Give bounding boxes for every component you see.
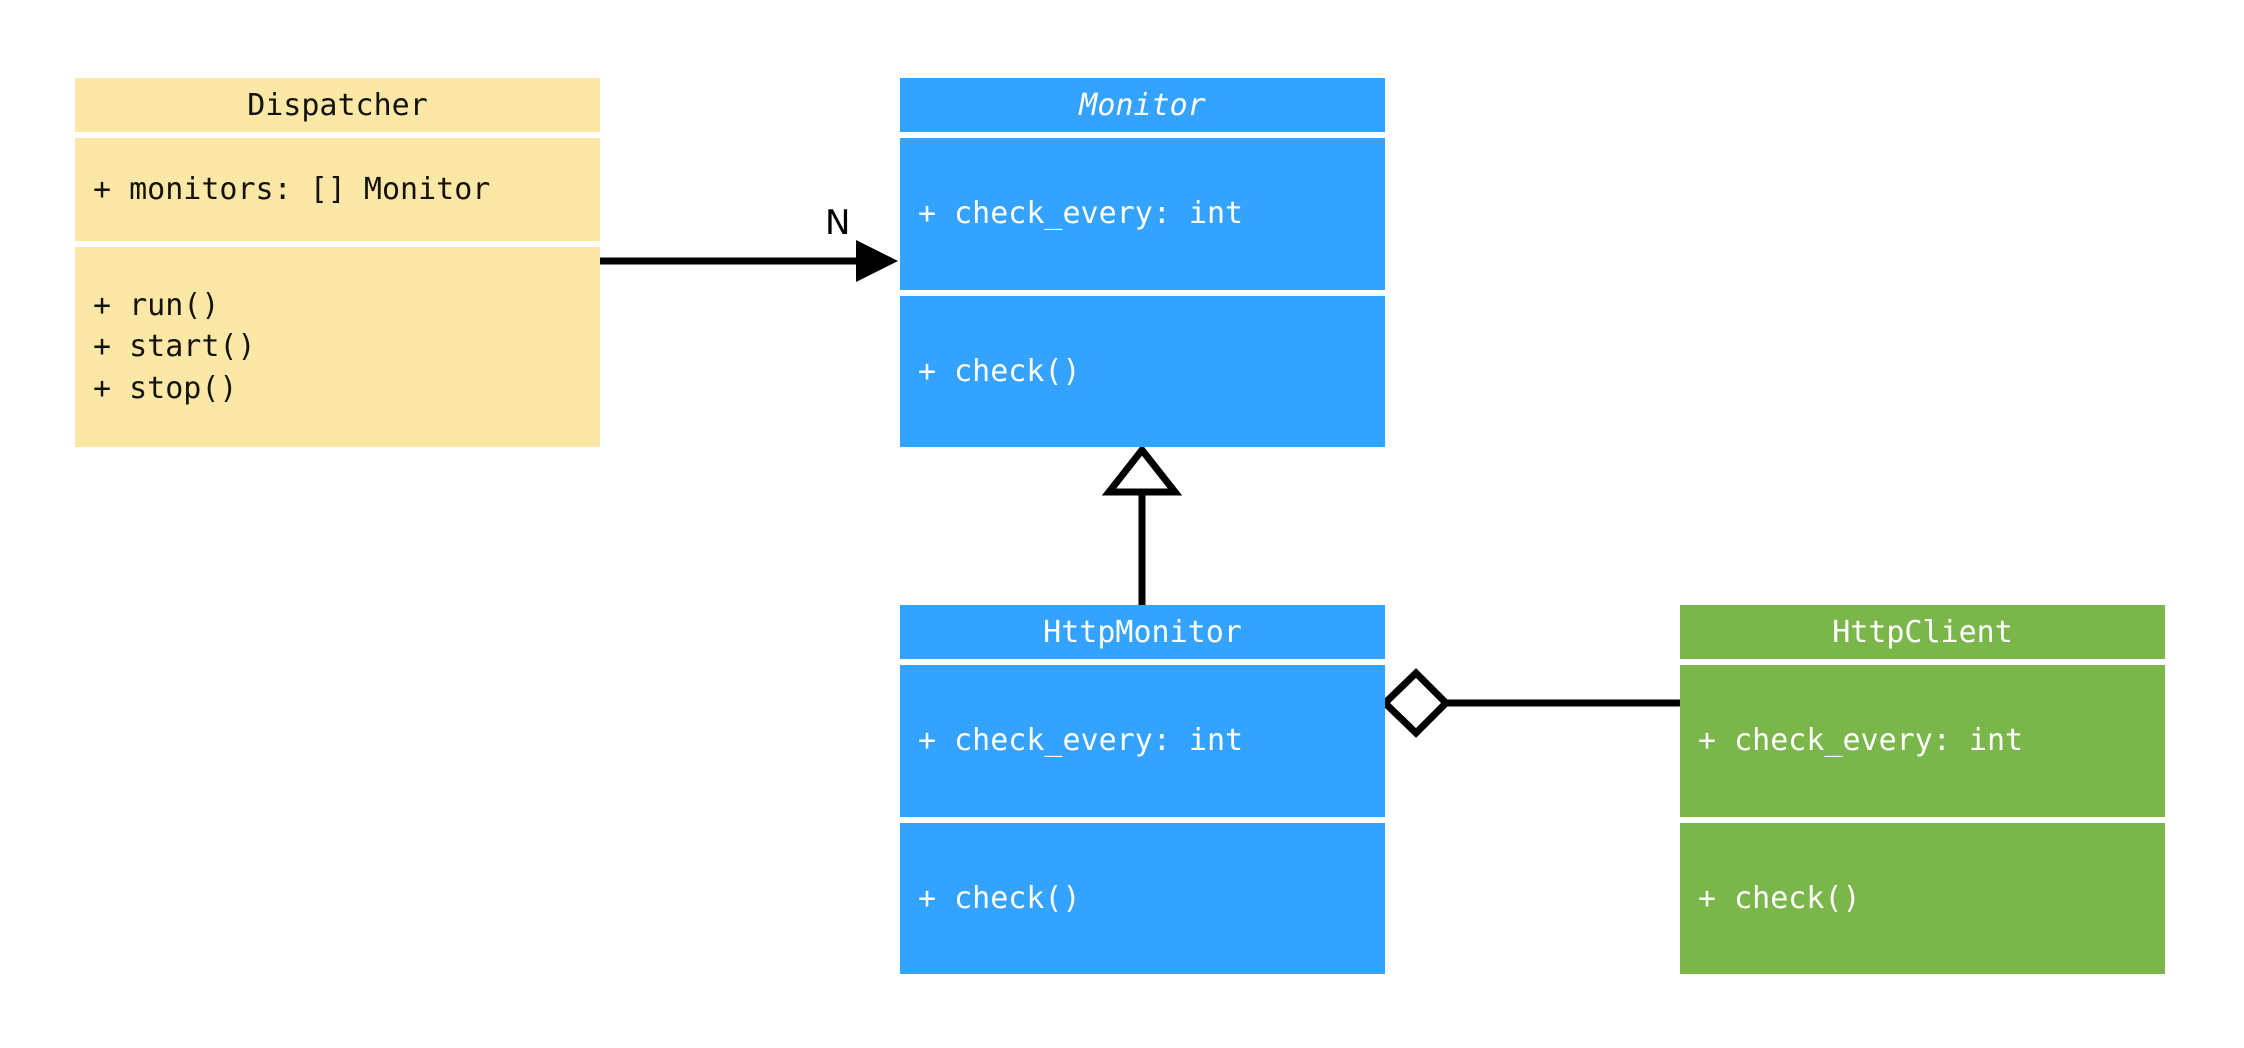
method-row: + check() <box>1698 880 1861 916</box>
class-box-httpmonitor[interactable]: HttpMonitor + check_every: int + check() <box>900 605 1385 974</box>
class-title-httpmonitor: HttpMonitor <box>900 605 1385 659</box>
method-row: + check() <box>918 353 1081 389</box>
class-attributes-monitor: + check_every: int <box>900 138 1385 290</box>
method-row: + start() <box>93 329 256 365</box>
class-attributes-httpmonitor: + check_every: int <box>900 665 1385 817</box>
attribute-row: + check_every: int <box>918 196 1244 232</box>
generalization-httpmonitor-monitor <box>1101 444 1183 605</box>
attribute-row: + check_every: int <box>918 723 1244 759</box>
compartment-separator <box>1680 659 2165 665</box>
class-box-httpclient[interactable]: HttpClient + check_every: int + check() <box>1680 605 2165 974</box>
compartment-separator <box>900 132 1385 138</box>
compartment-separator <box>900 817 1385 823</box>
class-methods-dispatcher: + run() + start() + stop() <box>75 247 600 447</box>
class-attributes-httpclient: + check_every: int <box>1680 665 2165 817</box>
compartment-separator <box>1680 817 2165 823</box>
class-box-monitor[interactable]: Monitor + check_every: int + check() <box>900 78 1385 447</box>
attribute-row: + monitors: [] Monitor <box>93 171 491 207</box>
compartment-separator <box>900 659 1385 665</box>
class-title-monitor: Monitor <box>900 78 1385 132</box>
class-title-dispatcher: Dispatcher <box>75 78 600 132</box>
filled-arrowhead-icon <box>856 240 898 282</box>
class-methods-monitor: + check() <box>900 296 1385 447</box>
compartment-separator <box>75 241 600 247</box>
method-row: + stop() <box>93 370 238 406</box>
compartment-separator <box>75 132 600 138</box>
hollow-diamond-icon <box>1379 668 1451 738</box>
class-title-httpclient: HttpClient <box>1680 605 2165 659</box>
aggregation-httpmonitor-httpclient <box>1379 668 1680 738</box>
class-box-dispatcher[interactable]: Dispatcher + monitors: [] Monitor + run(… <box>75 78 600 447</box>
class-attributes-dispatcher: + monitors: [] Monitor <box>75 138 600 241</box>
hollow-triangle-arrowhead-icon <box>1101 444 1183 496</box>
compartment-separator <box>900 290 1385 296</box>
class-methods-httpmonitor: + check() <box>900 823 1385 974</box>
association-multiplicity-label: N <box>825 203 851 243</box>
method-row: + check() <box>918 880 1081 916</box>
class-methods-httpclient: + check() <box>1680 823 2165 974</box>
attribute-row: + check_every: int <box>1698 723 2024 759</box>
method-row: + run() <box>93 287 220 323</box>
association-dispatcher-monitor <box>600 240 898 282</box>
